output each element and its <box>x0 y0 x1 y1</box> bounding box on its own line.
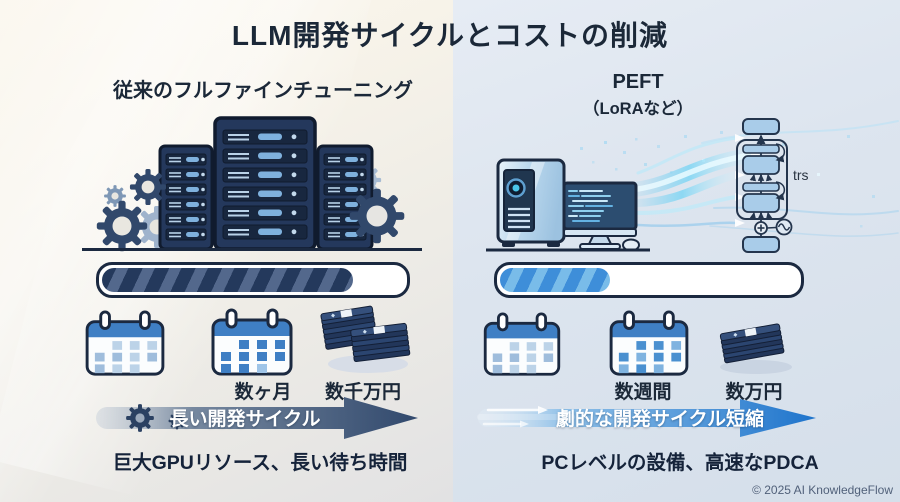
speed-lines-icon <box>477 406 575 428</box>
server-racks-illustration <box>82 116 422 252</box>
calendar-icon <box>211 308 293 376</box>
right-cost-label: 数万円 <box>725 382 783 403</box>
left-progress-fill <box>102 268 353 292</box>
right-section-subheader: （LoRAなど） <box>583 100 693 118</box>
left-cost-label: 数千万円 <box>324 382 401 403</box>
left-progress-bar <box>96 262 410 298</box>
pc-tower <box>496 158 566 247</box>
transformer-diagram-label: trs <box>793 167 809 183</box>
money-stack-icon <box>320 305 411 373</box>
left-cycle-arrow <box>96 397 418 439</box>
calendar-icon <box>85 310 165 376</box>
left-arrow-label: 長い開発サイクル <box>169 409 321 430</box>
right-progress-fill <box>500 268 611 292</box>
server-rack <box>213 116 317 251</box>
right-section-header: PEFT <box>612 71 664 93</box>
gears-icon <box>126 404 186 432</box>
left-footer-text: 巨大GPUリソース、長い待ち時間 <box>112 452 408 474</box>
calendar-icon <box>483 312 561 376</box>
right-time-label: 数週間 <box>614 382 672 403</box>
copyright-notice: © 2025 AI KnowledgeFlow <box>752 483 893 497</box>
money-stack-icon <box>719 323 792 374</box>
data-streams <box>630 120 899 237</box>
right-progress-bar <box>494 262 804 298</box>
right-cycle-arrow <box>477 399 816 437</box>
left-section-header: 従来のフルファインチューニング <box>113 80 413 102</box>
server-rack <box>158 144 214 251</box>
pc-data-stream-illustration <box>486 120 899 252</box>
monitor <box>562 181 638 250</box>
right-footer-text: PCレベルの設備、高速なPDCA <box>541 452 819 474</box>
left-time-label: 数ヶ月 <box>234 382 292 403</box>
gear-icon <box>96 168 405 252</box>
transformer-block-diagram <box>736 118 793 253</box>
server-rack <box>316 144 374 251</box>
calendar-icon <box>609 310 689 376</box>
right-arrow-label: 劇的な開発サイクル短縮 <box>555 409 765 430</box>
page-title: LLM開発サイクルとコストの削減 <box>231 20 669 51</box>
